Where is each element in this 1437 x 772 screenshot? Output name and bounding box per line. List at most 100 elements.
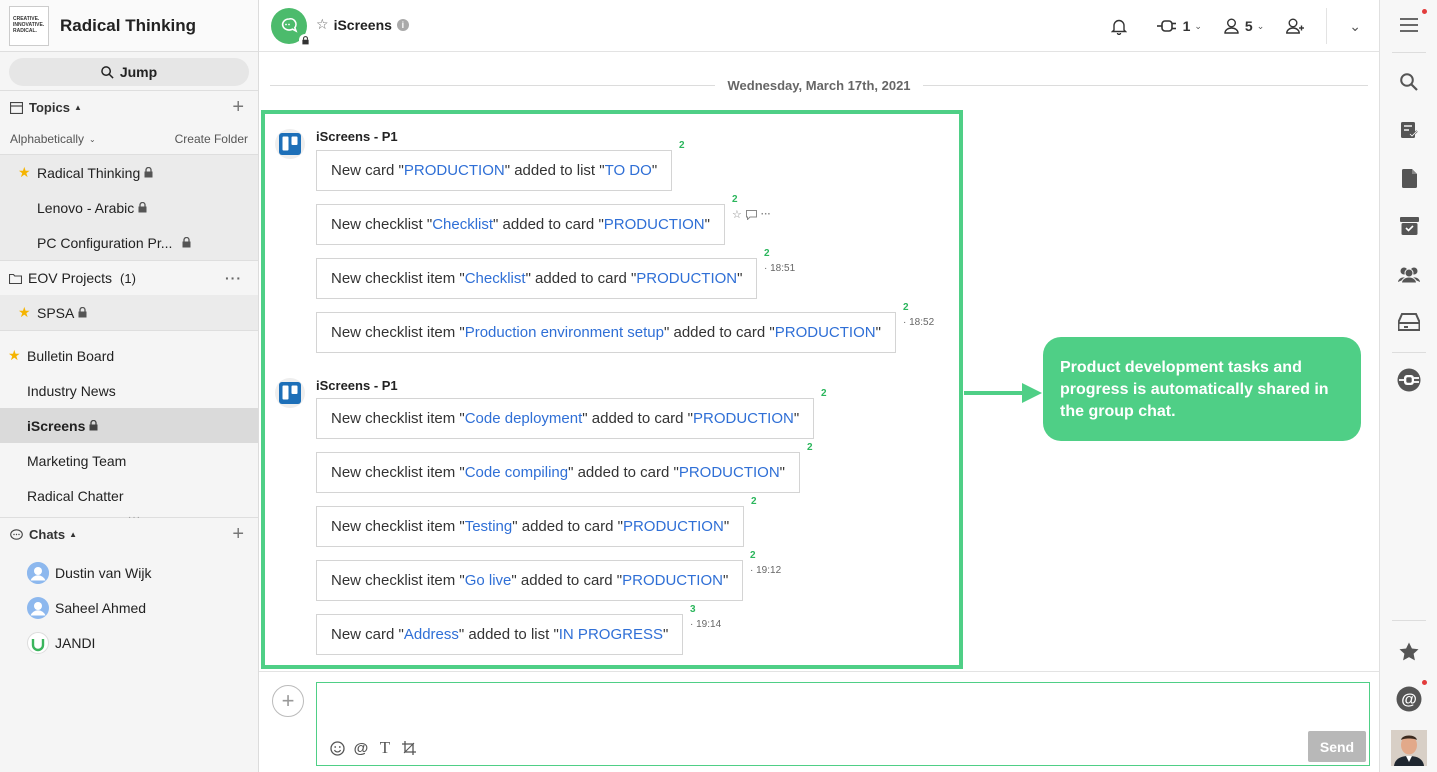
card-link[interactable]: Checklist: [464, 270, 526, 287]
text-format-icon[interactable]: T: [379, 738, 391, 757]
trello-icon: [279, 382, 301, 404]
members-panel-button[interactable]: [1380, 259, 1437, 289]
message-input[interactable]: [317, 683, 1369, 731]
chats-header[interactable]: ··· Chats ▲ +: [0, 512, 258, 551]
room-menu-toggle[interactable]: ⌄: [1345, 18, 1361, 35]
topic-bulletin-board[interactable]: ★ Bulletin Board: [8, 347, 115, 364]
more-options-icon[interactable]: ···: [760, 209, 771, 220]
jump-button[interactable]: Jump: [9, 58, 249, 86]
my-profile-avatar[interactable]: [1391, 730, 1427, 766]
unread-count: 2: [807, 442, 813, 453]
star-icon: ★: [18, 164, 31, 180]
topic-iscreens[interactable]: iScreens: [0, 408, 258, 443]
lock-icon: [144, 167, 153, 178]
message-meta: 2· 19:12: [750, 550, 781, 576]
caret-up-icon[interactable]: ▲: [69, 530, 78, 539]
sender-name[interactable]: iScreens - P1: [316, 129, 398, 144]
message-card[interactable]: New checklist item "Checklist" added to …: [316, 258, 758, 299]
add-topic-button[interactable]: +: [232, 96, 244, 118]
message-card[interactable]: New checklist item "Go live" added to ca…: [316, 560, 744, 601]
members-button[interactable]: 5 ⌄: [1224, 18, 1264, 34]
invite-member-button[interactable]: [1286, 18, 1305, 34]
message-card[interactable]: New checklist item "Code compiling" adde…: [316, 452, 800, 493]
star-outline-icon[interactable]: ☆: [732, 209, 742, 221]
message-input-box[interactable]: @ T Send: [316, 682, 1370, 766]
card-link[interactable]: Checklist: [432, 216, 494, 233]
mention-icon[interactable]: @: [353, 739, 369, 757]
message-time: · 18:51: [764, 263, 796, 274]
card-link[interactable]: Production environment setup: [464, 324, 664, 341]
sender-name[interactable]: iScreens - P1: [316, 378, 398, 393]
user-avatar: [27, 596, 49, 619]
chevron-down-icon[interactable]: ⌄: [89, 134, 96, 144]
message-list[interactable]: Wednesday, March 17th, 2021 iScreens - P…: [259, 53, 1379, 671]
topic-industry-news[interactable]: Industry News: [27, 382, 116, 399]
files-button[interactable]: [1380, 163, 1437, 193]
topic-spsa[interactable]: ★ SPSA: [0, 295, 258, 330]
card-link[interactable]: Go live: [464, 572, 512, 589]
message-card[interactable]: New checklist item "Code deployment" add…: [316, 398, 815, 439]
card-link[interactable]: PRODUCTION: [603, 216, 705, 233]
resize-handle[interactable]: ···: [128, 512, 141, 523]
user-avatar: [27, 561, 49, 584]
chat-saheel-ahmed[interactable]: Saheel Ahmed: [0, 590, 258, 625]
search-button[interactable]: [1380, 67, 1437, 97]
trello-bot-avatar[interactable]: [275, 129, 305, 159]
comment-icon[interactable]: [745, 209, 757, 220]
info-icon[interactable]: i: [396, 18, 409, 31]
card-link[interactable]: PRODUCTION: [622, 572, 723, 589]
card-link[interactable]: Code deployment: [464, 410, 583, 427]
message-card[interactable]: New checklist item "Testing" added to ca…: [316, 506, 745, 547]
tasks-button[interactable]: [1380, 115, 1437, 145]
card-link[interactable]: PRODUCTION: [622, 518, 724, 535]
card-link[interactable]: TO DO: [604, 162, 652, 179]
topic-radical-thinking[interactable]: ★ Radical Thinking: [0, 155, 258, 190]
card-link[interactable]: Testing: [464, 518, 513, 535]
caret-up-icon[interactable]: ▲: [73, 103, 82, 112]
folder-eov-projects[interactable]: EOV Projects (1) ···: [0, 260, 258, 295]
emoji-icon[interactable]: [329, 740, 345, 756]
send-button[interactable]: Send: [1308, 731, 1366, 762]
card-link[interactable]: PRODUCTION: [678, 464, 780, 481]
message-card[interactable]: New checklist item "Production environme…: [316, 312, 896, 353]
topics-header[interactable]: Topics ▲ +: [0, 90, 258, 124]
message-card[interactable]: New card "PRODUCTION" added to list "TO …: [316, 150, 673, 191]
message-card[interactable]: New checklist "Checklist" added to card …: [316, 204, 725, 245]
team-logo: CREATIVE. INNOVATIVE. RADICAL.: [9, 5, 49, 46]
topic-lenovo-arabic[interactable]: Lenovo - Arabic: [0, 190, 258, 225]
menu-button[interactable]: [1380, 10, 1437, 40]
crop-icon[interactable]: [401, 740, 417, 756]
add-chat-button[interactable]: +: [232, 523, 244, 545]
create-folder-button[interactable]: Create Folder: [174, 132, 248, 146]
more-options-icon[interactable]: ···: [225, 270, 242, 286]
topic-radical-chatter[interactable]: Radical Chatter: [27, 487, 124, 504]
attach-file-button[interactable]: +: [272, 685, 304, 717]
star-outline-icon[interactable]: ☆: [316, 16, 329, 32]
starred-button[interactable]: [1380, 636, 1437, 666]
connect-button[interactable]: 1 ⌄: [1156, 18, 1202, 34]
card-link[interactable]: IN PROGRESS: [558, 626, 663, 643]
room-header: ☆ iScreens i 1 ⌄ 5 ⌄ ⌄: [259, 0, 1379, 52]
card-link[interactable]: PRODUCTION: [636, 270, 738, 287]
inbox-button[interactable]: [1380, 307, 1437, 337]
chat-room-icon: [281, 18, 298, 33]
notification-bell-button[interactable]: [1110, 18, 1127, 35]
integrations-button[interactable]: [1380, 365, 1437, 395]
team-header[interactable]: CREATIVE. INNOVATIVE. RADICAL. Radical T…: [0, 0, 258, 52]
archive-button[interactable]: [1380, 211, 1437, 241]
sort-dropdown[interactable]: Alphabetically: [10, 132, 85, 146]
trello-bot-avatar[interactable]: [275, 378, 305, 408]
card-link[interactable]: PRODUCTION: [403, 162, 505, 179]
card-link[interactable]: PRODUCTION: [693, 410, 794, 427]
search-icon: [1400, 73, 1418, 91]
message-meta: 2: [821, 388, 827, 399]
mentions-button[interactable]: @: [1380, 684, 1437, 714]
topic-pc-configuration[interactable]: PC Configuration Pr...: [0, 225, 258, 260]
chat-jandi[interactable]: JANDI: [0, 625, 258, 660]
topic-marketing-team[interactable]: Marketing Team: [27, 452, 127, 469]
card-link[interactable]: Address: [403, 626, 459, 643]
card-link[interactable]: PRODUCTION: [774, 324, 876, 341]
message-card[interactable]: New card "Address" added to list "IN PRO…: [316, 614, 684, 655]
chat-dustin-van-wijk[interactable]: Dustin van Wijk: [0, 555, 258, 590]
card-link[interactable]: Code compiling: [464, 464, 569, 481]
